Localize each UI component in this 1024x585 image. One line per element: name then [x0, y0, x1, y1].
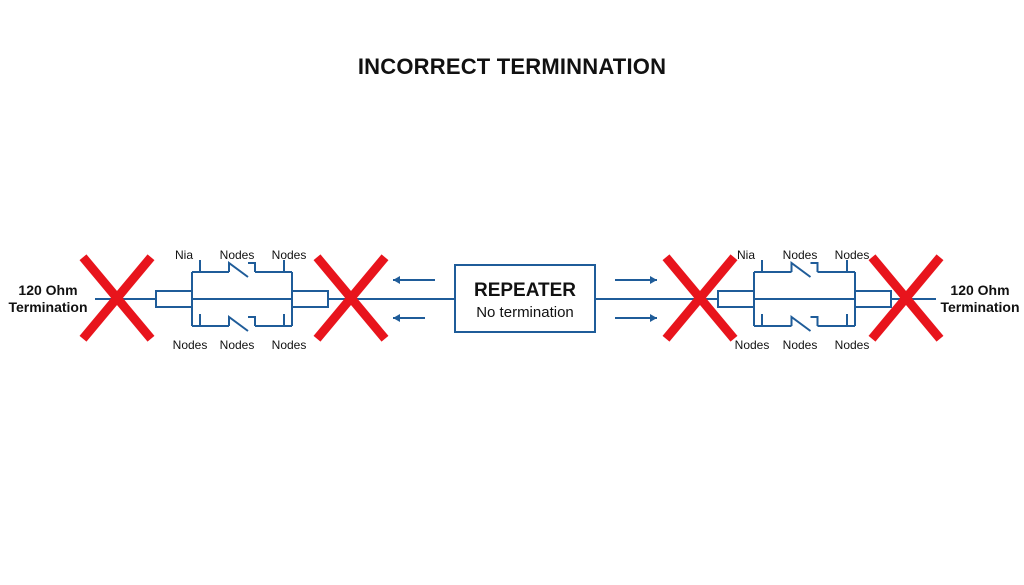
arrow-right-upper-head — [650, 276, 657, 284]
right-termination-ohm: 120 Ohm — [950, 282, 1009, 298]
left-bottom-label-3: Nodes — [272, 338, 307, 352]
left-top-label-3: Nodes — [272, 248, 307, 262]
left-segment-switch-1-contact — [228, 315, 249, 332]
left-segment-resistor-left — [155, 290, 193, 308]
right-end-cross — [868, 254, 944, 342]
right-segment-resistor-right — [854, 290, 892, 308]
right-top-label-2: Nodes — [783, 248, 818, 262]
right-top-label-1: Nia — [737, 248, 755, 262]
left-termination-ohm: 120 Ohm — [18, 282, 77, 298]
bus-wiring — [95, 260, 936, 332]
right-inner-cross-stroke-b — [662, 254, 738, 342]
right-bottom-label-2: Nodes — [783, 338, 818, 352]
left-bottom-label-1: Nodes — [173, 338, 208, 352]
error-crosses — [79, 254, 944, 342]
left-end-cross-stroke-b — [79, 254, 155, 342]
left-segment-switch-0-contact — [228, 261, 249, 278]
left-segment-switch-1-pole — [248, 316, 256, 326]
right-bottom-label-1: Nodes — [735, 338, 770, 352]
right-end-cross-stroke-b — [868, 254, 944, 342]
arrow-right-lower-head — [650, 314, 657, 322]
left-inner-cross-stroke-b — [313, 254, 389, 342]
right-segment-switch-1-pole — [810, 316, 819, 326]
left-segment-switch-0-pole — [248, 262, 256, 272]
right-segment-switch-0-contact — [790, 261, 812, 278]
left-segment-resistor-right — [291, 290, 329, 308]
right-segment-switch-0-pole — [810, 262, 819, 272]
repeater-title: REPEATER — [474, 280, 576, 301]
left-end-cross — [79, 254, 155, 342]
left-top-label-2: Nodes — [220, 248, 255, 262]
right-top-label-3: Nodes — [835, 248, 870, 262]
diagram-title: INCORRECT TERMINNATION — [357, 54, 667, 79]
right-segment-resistor-left — [717, 290, 755, 308]
left-top-label-1: Nia — [175, 248, 193, 262]
arrow-left-lower-head — [393, 314, 400, 322]
right-termination-label: Termination — [940, 299, 1019, 315]
right-bottom-label-3: Nodes — [835, 338, 870, 352]
left-inner-cross — [313, 254, 389, 342]
left-termination-label: Termination — [8, 299, 87, 315]
right-segment-switch-1-contact — [790, 315, 812, 332]
arrow-left-upper-head — [393, 276, 400, 284]
repeater-subtitle: No termination — [476, 304, 574, 321]
left-bottom-label-2: Nodes — [220, 338, 255, 352]
signal-arrows — [393, 276, 657, 322]
repeater-box — [454, 264, 596, 333]
right-inner-cross — [662, 254, 738, 342]
